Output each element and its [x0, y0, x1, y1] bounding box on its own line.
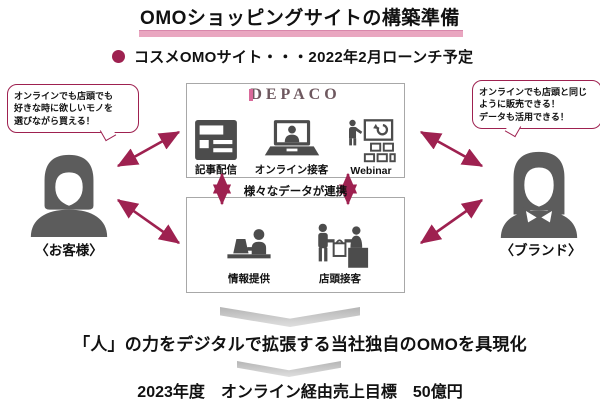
bubble-line: 選びながら買える！ — [14, 115, 95, 126]
data-link-text: 様々なデータが連携 — [243, 186, 348, 198]
bubble-line: オンラインでも店頭でも — [14, 91, 114, 101]
brand-label: 〈ブランド〉 — [500, 243, 582, 258]
brand-speech-bubble: オンラインでも店頭と同じ ように販売できる！ データも活用できる！ — [472, 80, 600, 138]
feature-webinar: Webinar — [346, 119, 396, 177]
laptop-consultation-icon — [264, 120, 319, 156]
bubble-tail — [99, 125, 117, 142]
omo-statement: 「人」の力をデジタルで拡張する当社独自のOMOを具現化 — [73, 335, 527, 354]
depaco-logo: DEPACO — [249, 86, 341, 103]
down-chevron-icon — [237, 361, 341, 377]
customer-label: 〈お客様〉 — [35, 243, 103, 258]
feature-label: 情報提供 — [228, 273, 270, 285]
page-title: OMOショッピングサイトの構築準備 — [140, 8, 460, 29]
feature-label: 店頭接客 — [319, 273, 361, 285]
webinar-icon — [349, 119, 396, 163]
bubble-line: データも活用できる！ — [479, 111, 569, 122]
bubble-line: 好きな時に欲しいモノを — [14, 103, 114, 114]
feature-label: オンライン接客 — [254, 164, 329, 176]
feature-label: Webinar — [350, 165, 392, 177]
article-icon — [195, 120, 237, 160]
online-icons-row: 記事配信 オンライン接客 — [187, 103, 404, 177]
sales-target: 2023年度 オンライン経由売上目標 50億円 — [137, 384, 463, 401]
customer-speech-bubble: オンラインでも店頭でも 好きな時に欲しいモノを 選びながら買える！ — [7, 84, 139, 142]
bubble-line: オンラインでも店頭と同じ — [479, 87, 588, 97]
logo-accent — [249, 89, 254, 101]
subtitle-row: コスメOMOサイト・・・2022年2月ローンチ予定 — [112, 46, 473, 67]
store-counter-icon — [318, 223, 369, 268]
logo-text: DEPACO — [250, 86, 341, 103]
down-chevron-icon — [220, 307, 360, 327]
feature-store-service: 店頭接客 — [311, 223, 369, 286]
subtitle: コスメOMOサイト・・・2022年2月ローンチ予定 — [134, 49, 474, 66]
customer-avatar — [30, 154, 108, 237]
feature-info: 情報提供 — [222, 227, 276, 286]
bullet-icon — [112, 50, 125, 63]
store-services-box: 情報提供 店頭接客 — [186, 197, 405, 293]
online-services-box: DEPACO 記事配信 — [186, 83, 405, 178]
feature-label: 記事配信 — [195, 164, 237, 176]
bubble-tail — [504, 121, 522, 138]
bubble-line: ように販売できる！ — [479, 99, 560, 110]
info-desk-icon — [227, 229, 271, 259]
feature-online-service: オンライン接客 — [254, 120, 329, 177]
feature-article: 記事配信 — [195, 120, 237, 177]
brand-avatar — [500, 151, 578, 238]
title-underline — [139, 30, 463, 37]
